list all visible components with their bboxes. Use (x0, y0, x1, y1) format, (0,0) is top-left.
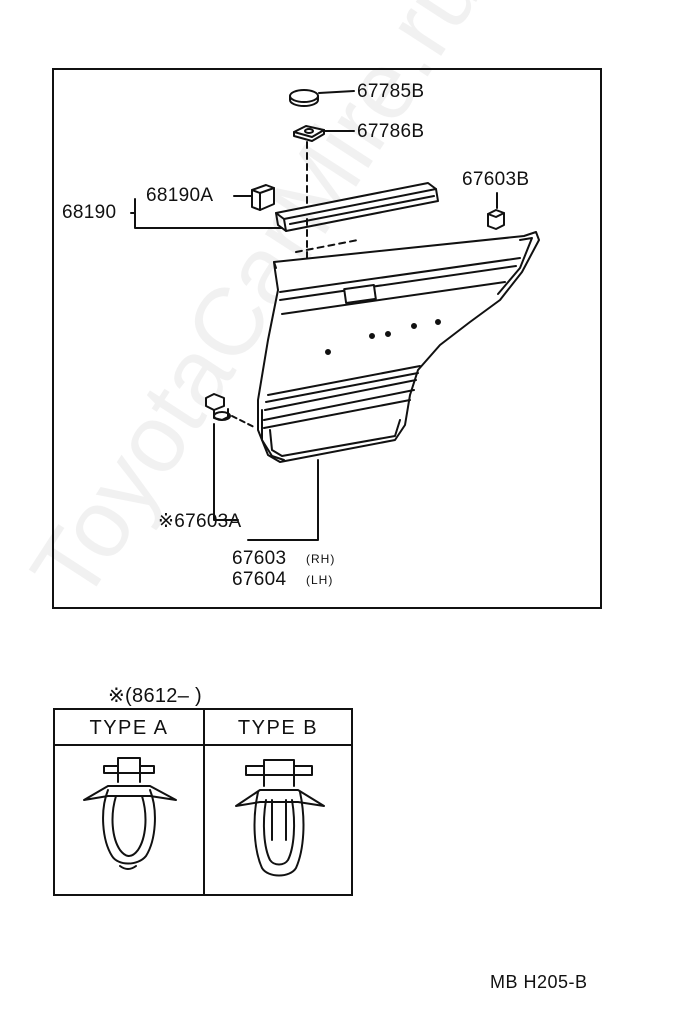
type-a-clip-drawing (83, 757, 177, 870)
leader-67603a (213, 423, 239, 521)
clip-67603b-part (487, 209, 505, 230)
table-divider (203, 710, 205, 894)
type-b-header: TYPE B (205, 710, 351, 746)
door-trim-panel (257, 231, 540, 463)
part-label-68190: 68190 (62, 202, 117, 223)
part-label-67603: 67603 (232, 548, 287, 569)
assembly-line-3 (231, 415, 257, 429)
side-label-lh: (LH) (306, 573, 334, 587)
diagram-frame (52, 68, 602, 609)
leader-67785b (318, 90, 355, 94)
clip-type-table: TYPE A TYPE B (53, 708, 353, 896)
clip-67786b-part (293, 125, 325, 142)
weatherstrip-part (275, 182, 439, 232)
side-label-rh: (RH) (306, 552, 336, 566)
part-label-68190a: 68190A (146, 185, 214, 206)
leader-67603 (247, 459, 319, 541)
bracket-68190a-part (251, 184, 275, 211)
part-label-67604: 67604 (232, 569, 287, 590)
production-range-note: ※(8612– ) (108, 685, 202, 707)
bracket-68190 (134, 198, 283, 229)
fastener-67603a-part (205, 393, 231, 421)
part-label-67786b: 67786B (357, 121, 425, 142)
part-label-67603b: 67603B (462, 169, 530, 190)
part-label-67785b: 67785B (357, 81, 425, 102)
part-label-67603a: ※67603A (158, 511, 242, 532)
diagram-code: MB H205-B (490, 972, 588, 992)
grommet-part (289, 89, 319, 107)
assembly-line-2 (295, 239, 359, 253)
type-a-header: TYPE A (55, 710, 203, 746)
type-b-clip-drawing (235, 759, 325, 877)
